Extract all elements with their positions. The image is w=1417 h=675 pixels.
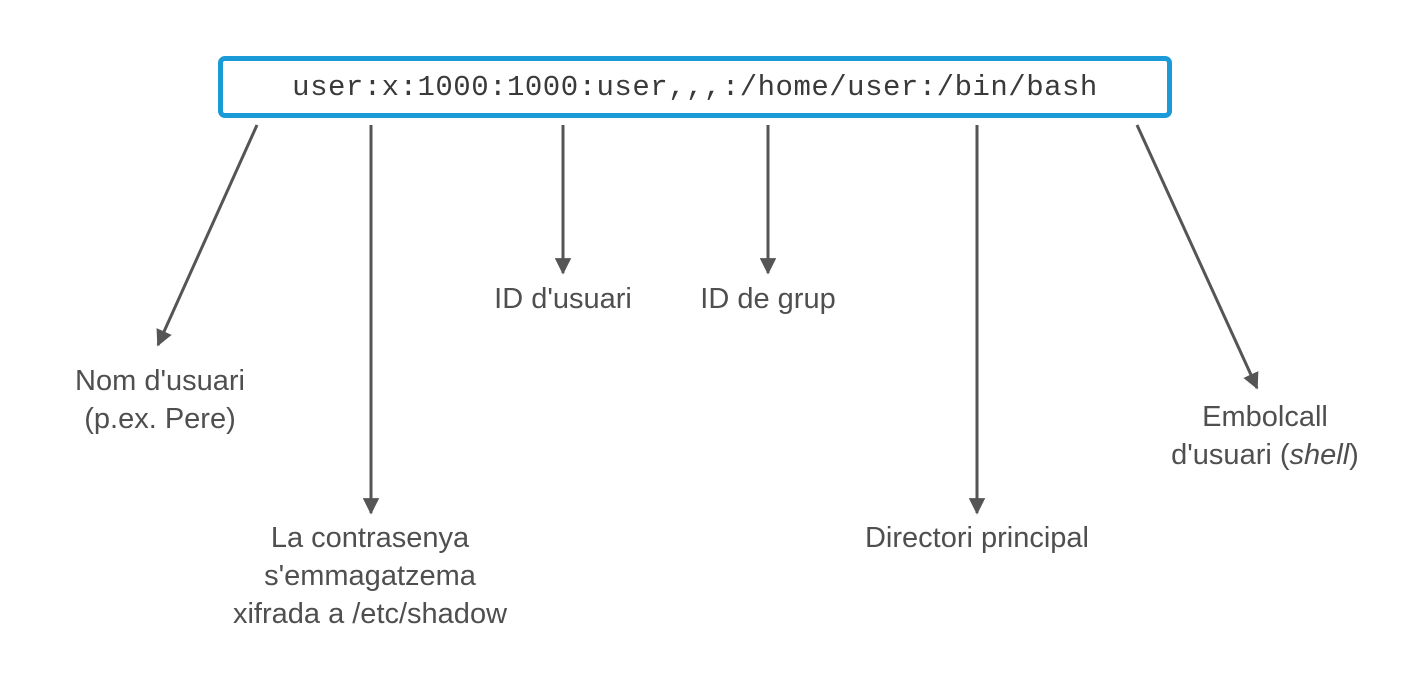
passwd-record-box: user:x:1000:1000:user,,,:/home/user:/bin… <box>218 56 1172 118</box>
label-shell: Embolcall d'usuari (shell) <box>1130 398 1400 474</box>
label-shell-line1: Embolcall <box>1202 401 1328 433</box>
label-group-id-text: ID de grup <box>700 283 836 315</box>
label-username: Nom d'usuari (p.ex. Pere) <box>40 362 280 438</box>
label-password-line2: s'emmagatzema <box>264 560 476 592</box>
arrow-username <box>156 124 259 347</box>
arrow-shell <box>1135 124 1259 390</box>
label-shell-italic: shell <box>1289 439 1350 471</box>
label-password-line1: La contrasenya <box>270 522 470 554</box>
label-home-dir-text: Directori principal <box>864 522 1089 554</box>
label-user-id-text: ID d'usuari <box>494 283 632 315</box>
passwd-record-text: user:x:1000:1000:user,,,:/home/user:/bin… <box>292 70 1098 104</box>
label-shell-prefix: d'usuari ( <box>1171 439 1290 471</box>
label-group-id: ID de grup <box>668 280 868 318</box>
label-user-id: ID d'usuari <box>463 280 663 318</box>
label-shell-suffix: ) <box>1349 439 1359 471</box>
label-username-line1: Nom d'usuari <box>75 365 245 397</box>
label-password-line3: xifrada a /etc/shadow <box>232 598 508 630</box>
label-shell-line2: d'usuari (shell) <box>1130 436 1400 474</box>
label-password: La contrasenya s'emmagatzema xifrada a /… <box>190 519 550 633</box>
label-username-line2: (p.ex. Pere) <box>84 403 236 435</box>
label-home-dir: Directori principal <box>827 519 1127 557</box>
